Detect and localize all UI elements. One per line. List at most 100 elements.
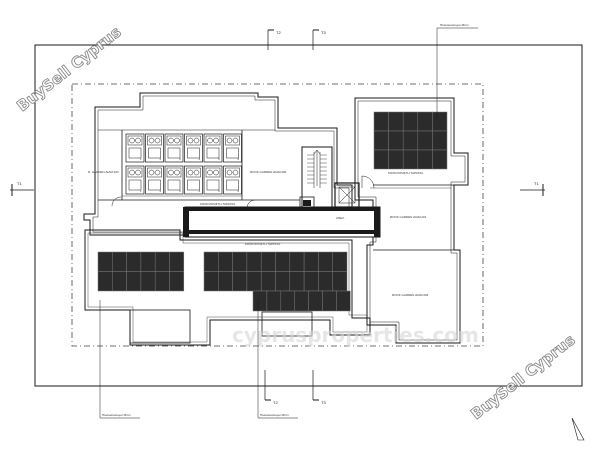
solar-array-right	[373, 111, 448, 170]
solar-panel	[332, 271, 348, 292]
building-inner-left	[92, 95, 350, 233]
solar-panel	[232, 271, 248, 292]
solar-panel	[294, 290, 309, 312]
solar-panel	[432, 130, 448, 151]
solar-panel	[97, 251, 113, 272]
solar-panel	[318, 251, 333, 272]
tank-number: 1	[140, 189, 142, 193]
tank-number: 2	[160, 157, 162, 161]
solar-panel	[373, 111, 389, 132]
solar-panel	[388, 130, 404, 151]
solar-panel	[246, 251, 262, 272]
solar-panel	[303, 251, 319, 272]
solar-panel	[417, 130, 433, 151]
water-tank: 2	[145, 165, 164, 195]
water-tank: 1	[125, 133, 145, 163]
section-marker-top-b: T3	[321, 30, 326, 35]
solar-panel	[402, 111, 419, 132]
tank-number: 2	[160, 189, 162, 193]
water-tank: 6	[223, 165, 242, 195]
solar-panel	[260, 271, 276, 292]
solar-panel	[112, 251, 127, 272]
stair-treads	[307, 149, 327, 188]
solar-panel	[289, 271, 305, 292]
water-tank: 3	[164, 133, 184, 163]
label-roof-garden-left: R. GARDEN ΔΙΑΜ.203	[88, 170, 119, 174]
solar-panel	[266, 290, 282, 312]
callout-bottom-mid: Πλακοσκαλωμα Μπετ	[260, 413, 290, 417]
solar-panel	[246, 271, 262, 292]
water-tank: 4	[184, 133, 203, 163]
watermark-top-left: BuySell Cyprus	[13, 23, 124, 115]
water-tank: 6	[223, 133, 242, 163]
solar-panel	[308, 290, 323, 312]
tank-number: 3	[179, 189, 181, 193]
watermark-center: cyprusproperties.com	[232, 323, 479, 347]
solar-panel	[289, 251, 305, 272]
callout-bottom-left: Πλακοσκαλωμα Μπετ	[102, 413, 132, 417]
solar-panel	[388, 149, 404, 170]
tank-number: 3	[179, 157, 181, 161]
tank-number: 4	[199, 189, 201, 193]
callout-top-right: Πλακοσκαλωμα Μπετ	[440, 23, 470, 27]
solar-panel	[154, 251, 170, 272]
solar-panel	[112, 271, 127, 292]
plot-boundary	[34, 44, 583, 387]
water-tank: 4	[184, 165, 203, 195]
solar-panel	[373, 149, 389, 170]
tank-number: 6	[238, 157, 240, 161]
water-tank: 5	[203, 133, 223, 163]
solar-panel	[169, 271, 185, 292]
solar-panel	[417, 111, 433, 132]
solar-panel	[318, 271, 333, 292]
building-outline-left	[83, 92, 353, 236]
building-inner-lower	[87, 232, 368, 343]
solar-panel	[388, 111, 404, 132]
solar-panel	[140, 271, 156, 292]
label-common-terrace-corridor: ΚΟΙΝΟΧΡΗΣΤΗ ΤΑΡΑΤΣΑ	[200, 202, 235, 206]
tank-number: 5	[218, 189, 220, 193]
label-lift: ΑΝΕΛ.	[336, 216, 345, 220]
solar-panel	[232, 251, 248, 272]
solar-panel	[218, 271, 233, 292]
solar-panel	[97, 271, 113, 292]
section-marker-right: T1	[534, 181, 539, 186]
label-roof-garden-201: ROOF GARDEN ΔΙΑΜ.201	[390, 215, 427, 219]
solar-panel	[336, 290, 351, 312]
solar-panel	[280, 290, 295, 312]
tank-number: 6	[238, 189, 240, 193]
section-line-t1	[10, 184, 545, 196]
north-arrow-icon	[571, 417, 585, 441]
setback-line	[71, 83, 484, 347]
water-tank: 2	[145, 133, 164, 163]
solar-panel	[432, 149, 448, 170]
label-roof-garden-202: ROOF GARDEN ΔΙΑΜ.202	[392, 293, 429, 297]
solar-panel	[218, 251, 233, 272]
water-tank: 3	[164, 165, 184, 195]
solar-array-left	[97, 251, 185, 292]
tank-number: 5	[218, 157, 220, 161]
solar-panel	[140, 251, 156, 272]
section-marker-left: T1	[17, 181, 22, 186]
solar-panel	[275, 271, 291, 292]
label-common-terrace-right: ΚΟΙΝΟΧΡΗΣΤΗ ΤΑΡΑΤΣΑ	[388, 171, 423, 175]
solar-panel	[252, 290, 268, 312]
solar-panel	[154, 271, 170, 292]
solar-panel	[432, 111, 448, 132]
label-common-terrace-main: ΚΟΙΝΟΧΡΗΣΤΗ ΤΑΡΑΤΣΑ	[245, 242, 280, 246]
section-line-t2-t3	[264, 29, 319, 401]
solar-panel	[126, 271, 142, 292]
solar-panel	[402, 130, 419, 151]
solar-panel	[203, 251, 219, 272]
label-roof-garden-mid: ROOF GARDEN ΔΙΑΜ.200	[250, 170, 287, 174]
section-marker-bottom-a: T2	[273, 400, 278, 405]
watermark-bottom-right: BuySell Cyprus	[467, 331, 578, 423]
solar-panel	[417, 149, 433, 170]
solar-array-middle	[203, 251, 351, 312]
solar-panel	[169, 251, 185, 272]
solar-panel	[303, 271, 319, 292]
water-tank: 1	[125, 165, 145, 195]
solar-panel	[332, 251, 348, 272]
